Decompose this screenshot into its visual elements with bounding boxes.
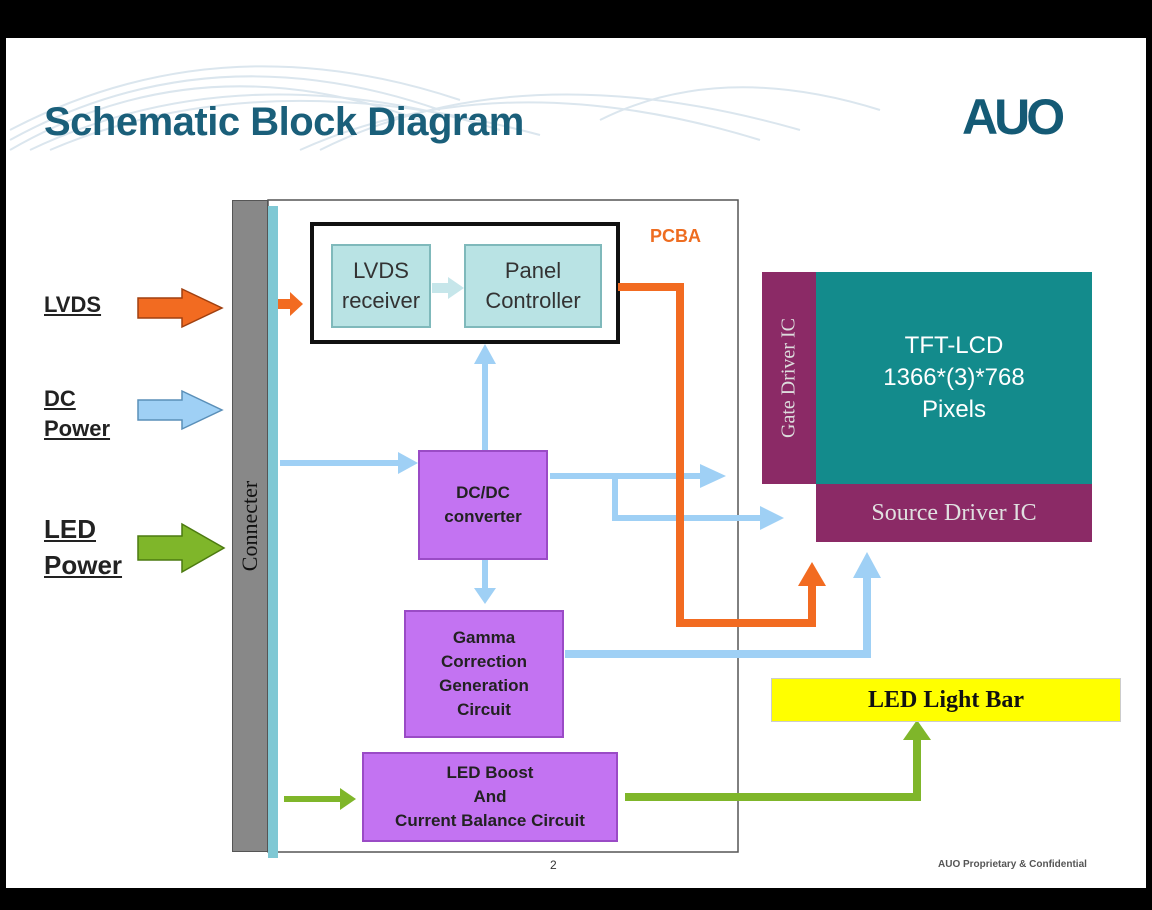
dc-power-lines — [280, 344, 881, 658]
gate-driver-ic: Gate Driver IC — [762, 272, 816, 484]
lvds-input-label: LVDS — [44, 292, 102, 317]
lvds-to-receiver-arrow — [278, 292, 303, 316]
header-wave-pattern — [9, 65, 881, 151]
led-light-bar: LED Light Bar — [771, 678, 1121, 722]
led-boost-line1: LED Boost — [446, 763, 534, 782]
connector-label: Connecter — [237, 480, 262, 572]
gamma-line1: Gamma — [452, 628, 516, 647]
led-boost-line3: Current Balance Circuit — [395, 811, 585, 830]
dc-power-label-line1: DC — [44, 386, 76, 411]
panel-controller-line1: Panel — [504, 258, 562, 283]
source-driver-label: Source Driver IC — [871, 499, 1037, 526]
dc-power-label-line2: Power — [44, 416, 111, 441]
receiver-to-controller-arrow — [432, 277, 464, 299]
pcba-label: PCBA — [650, 226, 702, 246]
controller-to-source-line — [618, 283, 826, 627]
gamma-line4: Circuit — [457, 700, 511, 719]
page-title: Schematic Block Diagram — [44, 100, 524, 144]
tft-line1: TFT-LCD — [904, 332, 1004, 359]
dc-power-input-arrow — [137, 389, 224, 431]
page-number: 2 — [550, 858, 557, 872]
source-driver-ic: Source Driver IC — [816, 484, 1092, 542]
tft-line2: 1366*(3)*768 — [883, 364, 1025, 391]
gamma-line3: Generation — [439, 676, 529, 695]
gamma-correction-block: Gamma Correction Generation Circuit — [404, 610, 564, 738]
gate-driver-label: Gate Driver IC — [777, 318, 800, 438]
panel-controller-block: Panel Controller — [464, 244, 602, 328]
led-power-input-arrow — [137, 522, 226, 574]
dcdc-line1: DC/DC — [456, 483, 510, 502]
led-boost-line2: And — [473, 787, 507, 806]
connector-strip — [268, 206, 278, 858]
led-light-bar-label: LED Light Bar — [867, 686, 1025, 713]
dcdc-converter-block: DC/DC converter — [418, 450, 548, 560]
tft-line3: Pixels — [921, 396, 987, 423]
lvds-receiver-line2: receiver — [341, 288, 421, 313]
auo-logo: AUO — [962, 89, 1065, 145]
led-power-lines — [284, 720, 931, 810]
footer-confidential: AUO Proprietary & Confidential — [938, 859, 1087, 870]
led-power-label-line2: Power — [44, 550, 123, 580]
tft-lcd-panel: TFT-LCD 1366*(3)*768 Pixels — [816, 272, 1092, 484]
top-black-bar — [0, 0, 1152, 38]
dcdc-line2: converter — [444, 507, 522, 526]
connector-bar: Connecter — [232, 200, 268, 852]
gamma-line2: Correction — [441, 652, 527, 671]
led-boost-block: LED Boost And Current Balance Circuit — [362, 752, 618, 842]
bottom-black-bar — [0, 888, 1152, 910]
lvds-receiver-line1: LVDS — [353, 258, 409, 283]
led-power-label-line1: LED — [44, 514, 96, 544]
lvds-receiver-block: LVDS receiver — [331, 244, 431, 328]
panel-controller-line2: Controller — [485, 288, 581, 313]
lvds-input-arrow — [137, 287, 224, 329]
